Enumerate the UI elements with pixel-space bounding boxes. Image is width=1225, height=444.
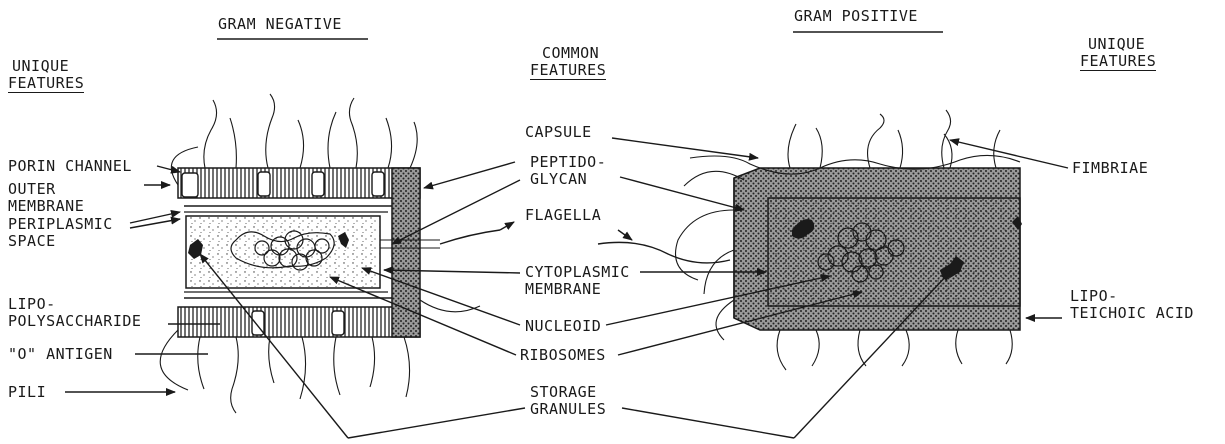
leader-periplasm-1 [130,212,180,223]
flagellum-left [440,230,500,244]
leader-capsule-right [612,138,758,158]
leader-periplasm-2 [130,219,180,228]
label-fimbriae: FIMBRIAE [1072,160,1148,177]
leader-flagella-right [618,230,632,240]
label-porin-channel: PORIN CHANNEL [8,158,132,175]
gn-cytoplasm [186,216,380,288]
leader-flagella-left [500,222,514,230]
leader-fimbriae [950,140,1068,168]
unique-features-right-heading: UNIQUE FEATURES [1080,36,1156,71]
label-flagella: FLAGELLA [525,207,601,224]
leader-peptido-right [620,177,744,210]
label-pili: PILI [8,384,46,401]
gram-negative-heading: GRAM NEGATIVE [218,16,342,33]
label-ribosomes: RIBOSOMES [520,347,606,364]
leader-capsule-left [424,162,515,188]
gp-cytoplasm [768,198,1020,306]
label-periplasmic-space: PERIPLASMIC SPACE [8,216,113,250]
leader-porin [157,166,180,172]
heading-line: UNIQUE [8,58,84,75]
heading-line: FEATURES [8,75,84,93]
flagellum-right [598,242,730,263]
gn-end-wall [392,168,420,337]
heading-line: COMMON [530,45,606,62]
label-lipoteichoic-acid: LIPO- TEICHOIC ACID [1070,288,1194,322]
label-cytoplasmic-membrane: CYTOPLASMIC MEMBRANE [525,264,630,298]
unique-features-left-heading: UNIQUE FEATURES [8,58,84,93]
gn-porin-channel [182,173,198,197]
gn-porin-channel [258,172,270,196]
heading-line: FEATURES [530,62,606,80]
gn-outer-membrane-bottom [178,307,420,337]
common-features-heading: COMMON FEATURES [530,45,606,80]
label-nucleoid: NUCLEOID [525,318,601,335]
label-outer-membrane: OUTER MEMBRANE [8,181,84,215]
gn-porin-channel [312,172,324,196]
label-storage-granules: STORAGE GRANULES [530,384,606,418]
label-lipopolysaccharide: LIPO- POLYSACCHARIDE [8,296,141,330]
heading-underlines [217,32,943,39]
gram-negative-cell [160,94,480,413]
label-capsule: CAPSULE [525,124,592,141]
gn-porin-channel [332,311,344,335]
leader-storage-base-right [622,408,794,438]
gram-positive-heading: GRAM POSITIVE [794,8,918,25]
leader-storage-base-left [348,408,525,438]
gn-porin-channel [372,172,384,196]
label-o-antigen: "O" ANTIGEN [8,346,113,363]
gram-positive-cell [676,110,1023,370]
heading-line: UNIQUE [1080,36,1156,53]
label-peptidoglycan: PEPTIDO- GLYCAN [530,154,606,188]
heading-line: FEATURES [1080,53,1156,71]
